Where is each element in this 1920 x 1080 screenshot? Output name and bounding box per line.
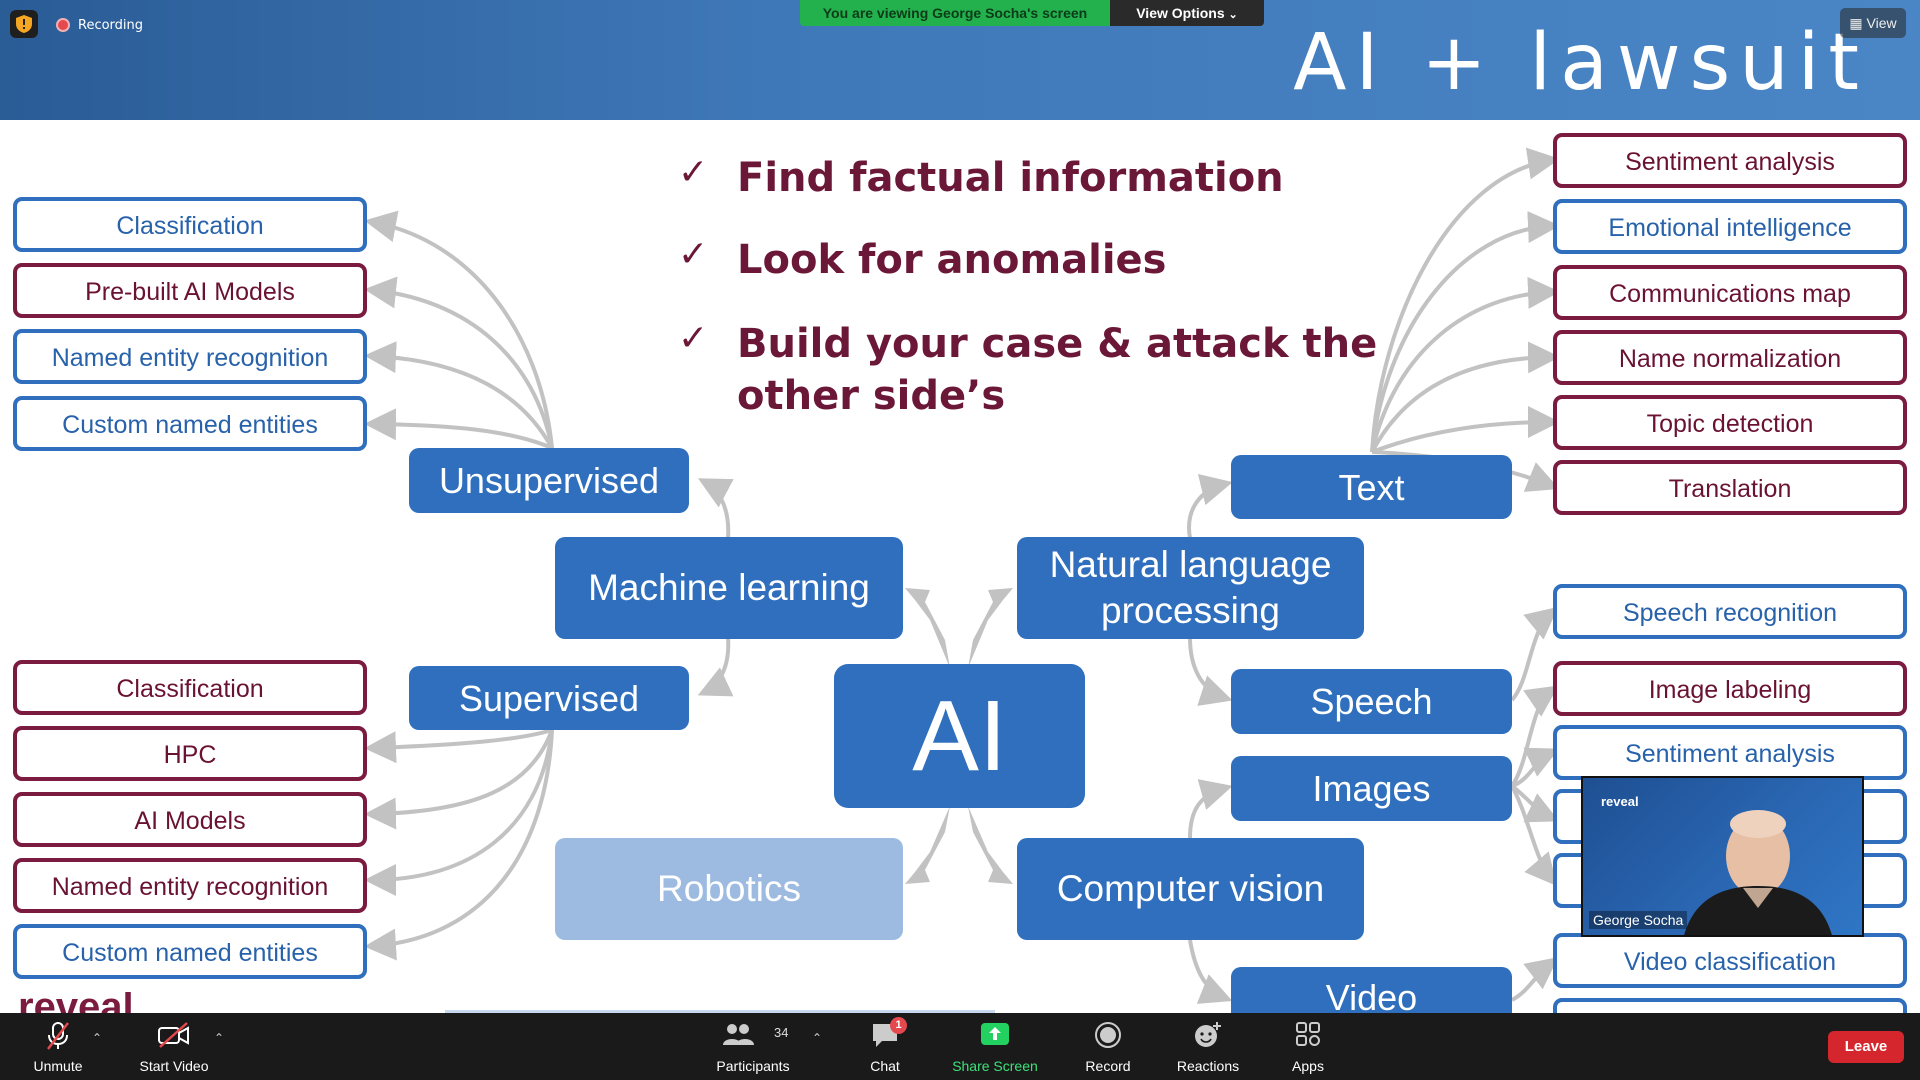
node-natural-language-processing: Natural language processing (1017, 537, 1364, 639)
check-icon: ✓ (678, 318, 708, 359)
text-topic-detection: Topic detection (1553, 395, 1907, 450)
text-sentiment-analysis: Sentiment analysis (1553, 133, 1907, 188)
apps-icon (1295, 1021, 1321, 1047)
record-dot-icon (56, 18, 70, 32)
view-options-label: View Options (1136, 5, 1224, 21)
sup-ai-models: AI Models (13, 792, 367, 847)
meeting-toolbar: Unmute ⌃ Start Video ⌃ 34 Participants ⌃… (0, 1013, 1920, 1080)
node-text: Text (1231, 455, 1512, 519)
view-button[interactable]: ▦ View (1840, 8, 1906, 38)
bullet-look-anomalies: Look for anomalies (737, 234, 1167, 286)
node-images: Images (1231, 756, 1512, 821)
unsup-prebuilt-ai-models: Pre-built AI Models (13, 263, 367, 318)
reactions-label: Reactions (1168, 1058, 1248, 1074)
participant-video-tile[interactable]: reveal George Socha (1581, 776, 1864, 937)
node-machine-learning: Machine learning (555, 537, 903, 639)
node-ai-center: AI (834, 664, 1085, 808)
chat-label: Chat (853, 1058, 917, 1074)
text-communications-map: Communications map (1553, 265, 1907, 320)
slide-footer-logo: reveal (18, 992, 134, 1013)
sup-classification: Classification (13, 660, 367, 715)
participant-name: George Socha (1589, 911, 1687, 929)
share-screen-icon (980, 1021, 1010, 1047)
participants-options-caret[interactable]: ⌃ (812, 1031, 822, 1045)
audio-options-caret[interactable]: ⌃ (92, 1031, 102, 1045)
view-options-button[interactable]: View Options ⌄ (1110, 0, 1264, 26)
video-options-caret[interactable]: ⌃ (214, 1031, 224, 1045)
unmute-label: Unmute (20, 1058, 96, 1074)
chat-badge: 1 (890, 1017, 907, 1034)
participants-button[interactable]: 34 Participants (707, 1013, 799, 1080)
mic-muted-icon (44, 1021, 72, 1051)
node-robotics: Robotics (555, 838, 903, 940)
text-translation: Translation (1553, 460, 1907, 515)
bullet-build-case-line2: other side’s (737, 370, 1005, 422)
grid-icon: ▦ (1849, 15, 1862, 31)
record-icon (1094, 1021, 1122, 1049)
text-emotional-intelligence: Emotional intelligence (1553, 199, 1907, 254)
participants-label: Participants (707, 1058, 799, 1074)
video-muted-icon (157, 1021, 191, 1049)
unsup-named-entity-recognition: Named entity recognition (13, 329, 367, 384)
unsup-classification: Classification (13, 197, 367, 252)
recording-indicator[interactable]: Recording (56, 14, 143, 36)
start-video-label: Start Video (128, 1058, 220, 1074)
apps-label: Apps (1276, 1058, 1340, 1074)
record-button[interactable]: Record (1070, 1013, 1146, 1080)
leave-button[interactable]: Leave (1828, 1031, 1904, 1063)
nlp-line-1: Natural language (1050, 542, 1332, 588)
text-name-normalization: Name normalization (1553, 330, 1907, 385)
start-video-button[interactable]: Start Video (128, 1013, 220, 1080)
participants-icon (722, 1021, 758, 1047)
participants-count: 34 (774, 1025, 788, 1040)
unsup-custom-named-entities: Custom named entities (13, 396, 367, 451)
node-unsupervised: Unsupervised (409, 448, 689, 513)
share-screen-button[interactable]: Share Screen (945, 1013, 1045, 1080)
node-supervised: Supervised (409, 666, 689, 730)
apps-button[interactable]: Apps (1276, 1013, 1340, 1080)
nlp-line-2: processing (1101, 588, 1280, 634)
reactions-button[interactable]: Reactions (1168, 1013, 1248, 1080)
image-sentiment-analysis: Sentiment analysis (1553, 725, 1907, 780)
image-labeling: Image labeling (1553, 661, 1907, 716)
share-screen-label: Share Screen (945, 1058, 1045, 1074)
video-classification: Video classification (1553, 933, 1907, 988)
view-button-label: View (1867, 15, 1897, 31)
bullet-build-case: Build your case & attack the (737, 318, 1377, 370)
node-computer-vision: Computer vision (1017, 838, 1364, 940)
sup-hpc: HPC (13, 726, 367, 781)
shield-icon[interactable] (10, 10, 38, 38)
node-speech: Speech (1231, 669, 1512, 734)
check-icon: ✓ (678, 234, 708, 275)
record-label: Record (1070, 1058, 1146, 1074)
sup-named-entity-recognition: Named entity recognition (13, 858, 367, 913)
viewing-banner: You are viewing George Socha's screen (800, 0, 1110, 26)
chevron-down-icon: ⌄ (1229, 9, 1238, 21)
reactions-icon (1193, 1021, 1223, 1049)
check-icon: ✓ (678, 152, 708, 193)
sup-custom-named-entities: Custom named entities (13, 924, 367, 979)
chat-button[interactable]: 1 Chat (853, 1013, 917, 1080)
speech-recognition: Speech recognition (1553, 584, 1907, 639)
unmute-button[interactable]: Unmute (20, 1013, 96, 1080)
recording-label: Recording (78, 18, 143, 33)
bullet-find-factual: Find factual information (737, 152, 1284, 204)
